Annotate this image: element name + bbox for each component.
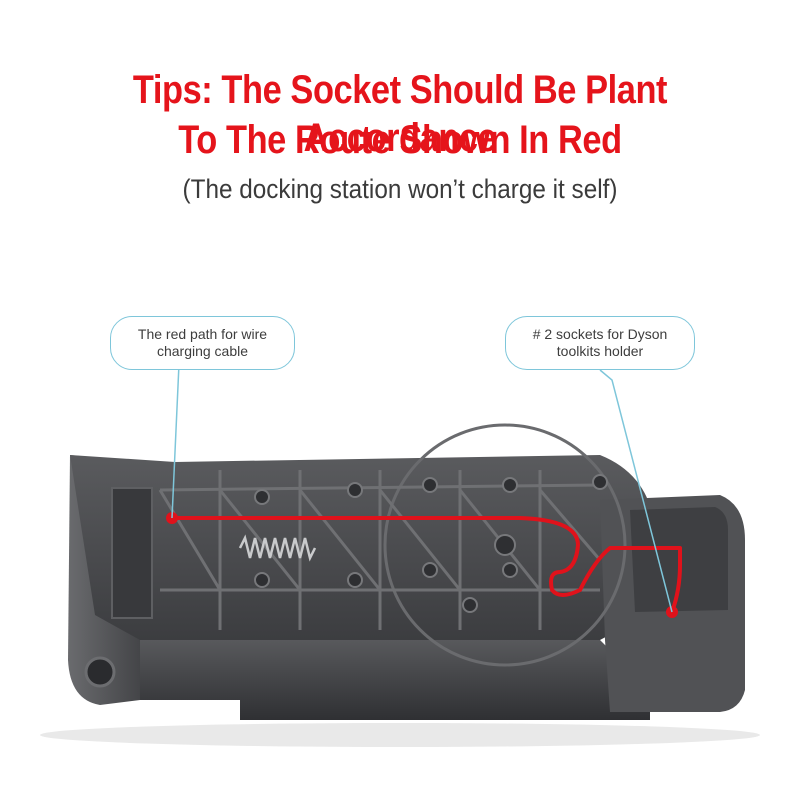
callout-right-line-2: toolkits holder xyxy=(556,343,644,359)
charging-route xyxy=(170,516,682,614)
spring xyxy=(238,534,317,562)
callout-left-line-2: charging cable xyxy=(156,343,249,359)
top-plate xyxy=(70,455,655,640)
leader-right xyxy=(599,369,673,613)
callout-right-line-1: # 2 sockets for Dyson xyxy=(532,326,668,342)
callout-left-line-1: The red path for wire xyxy=(137,326,268,342)
headline-line-1: Tips: The Socket Should Be Plant Accorda… xyxy=(132,68,668,160)
round-boss xyxy=(383,423,627,667)
left-knob xyxy=(84,656,116,688)
ribs xyxy=(158,470,602,630)
shadow xyxy=(40,723,760,747)
front-face xyxy=(140,640,650,720)
callout-sockets: # 2 sockets for Dyson toolkits holder xyxy=(505,316,695,370)
callout-wire-path: The red path for wire charging cable xyxy=(110,316,295,370)
subtitle: (The docking station won’t charge it sel… xyxy=(182,174,618,204)
headline-line-2: To The Route Shown In Red xyxy=(178,118,622,162)
left-slot xyxy=(111,487,153,619)
screw-holes xyxy=(254,474,608,613)
